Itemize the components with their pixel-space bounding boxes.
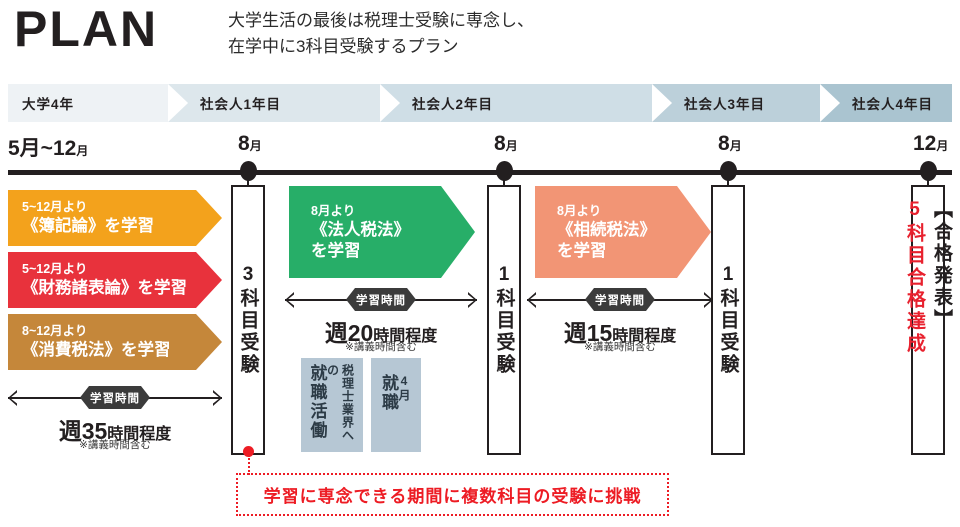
study-time-gauge-2: 学習時間 週15時間程度 ※講義時間含む <box>527 288 713 356</box>
callout-text: 学習に専念できる期間に複数科目の受験に挑戦 <box>263 487 642 506</box>
gauge-chip-label: 学習時間 <box>80 386 150 409</box>
timeline-marker-dot-1 <box>240 161 257 181</box>
month-number: 12 <box>913 132 937 155</box>
timeline-marker-stem-1 <box>247 176 249 192</box>
job-box-columns: 税理士業界への 就職活働 <box>301 358 363 452</box>
job-box-tax-industry: 税理士業界への 就職活働 <box>301 358 363 452</box>
gauge-note: ※講義時間含む <box>79 439 151 451</box>
subject-arrow-inheritance-tax: 8月より 《相続税法》 を学習 <box>535 186 711 278</box>
year-segment-label: 社会人1年目 <box>200 97 282 112</box>
callout-anchor-dot <box>243 446 254 457</box>
month-number: 8 <box>238 132 250 155</box>
timeline-marker-dot-4 <box>920 161 937 181</box>
callout-box: 学習に専念できる期間に複数科目の受験に挑戦 <box>236 473 669 516</box>
gauge-chip-label: 学習時間 <box>585 288 655 311</box>
study-time-gauge-0: 学習時間 週35時間程度 ※講義時間含む <box>8 386 222 454</box>
year-segment-worker-3: 社会人3年目 <box>652 84 820 122</box>
subject-name: 《消費税法》を学習 <box>22 341 171 359</box>
gauge-note: ※講義時間含む <box>345 341 417 353</box>
exam-box-3-subjects: 3科目受験 <box>231 185 265 455</box>
subtitle-line-2: 在学中に3科目受験するプラン <box>228 37 459 56</box>
exam-box-1-subject-a: 1科目受験 <box>487 185 521 455</box>
timeline-axis <box>8 170 952 175</box>
exam-box-label: 1科目受験 <box>493 264 515 376</box>
job-box-line-left: 就職活働 <box>307 364 327 440</box>
callout-connector-line <box>248 455 250 475</box>
month-unit: 月 <box>936 139 949 153</box>
chevron-notch-icon <box>652 84 672 122</box>
study-time-gauge-1: 学習時間 週20時間程度 ※講義時間含む <box>285 288 477 356</box>
job-box-line-left: 就職 <box>379 374 398 412</box>
month-unit: 月 <box>729 139 742 153</box>
result-box-stack: 【合格発表】 5科目合格達成 <box>901 187 955 453</box>
month-marker-label-2: 8月 <box>494 132 518 156</box>
month-marker-label-4: 12月 <box>913 132 948 156</box>
gauge-note: ※講義時間含む <box>584 341 656 353</box>
subject-arrow-corporate-tax: 8月より 《法人税法》 を学習 <box>289 186 475 278</box>
gauge-chip-label: 学習時間 <box>346 288 416 311</box>
subject-verb: を学習 <box>557 241 607 260</box>
timeline-marker-dot-3 <box>720 161 737 181</box>
job-box-line-right: 税理士業界への <box>325 364 355 442</box>
subject-period: 8~12月より <box>22 324 88 338</box>
page-title: PLAN <box>14 1 159 57</box>
subject-arrow-bookkeeping: 5~12月より 《簿記論》を学習 <box>8 190 222 246</box>
subject-name: 《財務諸表論》を学習 <box>22 279 187 297</box>
month-number: 5月~12 <box>8 137 77 160</box>
gauge-hours: 週35時間程度 <box>58 418 172 444</box>
header: PLAN 大学生活の最後は税理士受験に専念し、 在学中に3科目受験するプラン <box>0 0 960 80</box>
result-achievement: 5科目合格達成 <box>904 199 925 355</box>
exam-box-label: 3科目受験 <box>237 264 259 376</box>
gauge-hours: 週20時間程度 <box>324 320 438 346</box>
result-box-pass-announcement: 【合格発表】 5科目合格達成 <box>904 185 952 455</box>
month-marker-label-3: 8月 <box>718 132 742 156</box>
month-unit: 月 <box>249 139 262 153</box>
subject-verb: を学習 <box>311 241 361 260</box>
month-number: 8 <box>494 132 506 155</box>
year-segment-worker-4: 社会人4年目 <box>820 84 952 122</box>
year-segment-worker-1: 社会人1年目 <box>168 84 380 122</box>
gauge-hours: 週15時間程度 <box>563 320 677 346</box>
subject-arrow-consumption-tax: 8~12月より 《消費税法》を学習 <box>8 314 222 370</box>
subject-name: 《相続税法》 <box>557 220 656 239</box>
job-box-columns: 4月 就職 <box>371 358 421 452</box>
month-marker-label-1: 8月 <box>238 132 262 156</box>
month-unit: 月 <box>505 139 518 153</box>
subject-period: 5~12月より <box>22 200 88 214</box>
result-heading: 【合格発表】 <box>931 199 952 331</box>
year-segment-label: 社会人3年目 <box>684 97 766 112</box>
month-marker-label-0: 5月~12月 <box>8 132 88 162</box>
subject-name: 《法人税法》 <box>311 220 410 239</box>
subtitle-line-1: 大学生活の最後は税理士受験に専念し、 <box>228 11 534 30</box>
subject-period: 8月より <box>311 203 356 218</box>
month-number: 8 <box>718 132 730 155</box>
subject-period: 5~12月より <box>22 262 88 276</box>
year-segment-label: 大学4年 <box>22 97 75 112</box>
subject-period: 8月より <box>557 203 602 218</box>
exam-box-1-subject-b: 1科目受験 <box>711 185 745 455</box>
timeline-marker-stem-3 <box>727 176 729 192</box>
timeline-marker-stem-4 <box>927 176 929 192</box>
year-segment-university-4: 大学4年 <box>8 84 168 122</box>
job-box-start-work: 4月 就職 <box>371 358 421 452</box>
year-segment-worker-2: 社会人2年目 <box>380 84 652 122</box>
chevron-notch-icon <box>380 84 400 122</box>
year-band: 大学4年 社会人1年目 社会人2年目 社会人3年目 社会人4年目 <box>8 84 952 122</box>
year-segment-label: 社会人4年目 <box>852 97 934 112</box>
timeline-marker-dot-2 <box>496 161 513 181</box>
chevron-notch-icon <box>820 84 840 122</box>
job-box-line-right: 4月 <box>397 374 411 402</box>
timeline-marker-stem-2 <box>503 176 505 192</box>
page-subtitle: 大学生活の最後は税理士受験に専念し、 在学中に3科目受験するプラン <box>228 8 534 60</box>
exam-box-label: 1科目受験 <box>717 264 739 376</box>
subject-name: 《簿記論》を学習 <box>22 217 154 235</box>
chevron-notch-icon <box>168 84 188 122</box>
subject-arrow-financial-statements: 5~12月より 《財務諸表論》を学習 <box>8 252 222 308</box>
year-segment-label: 社会人2年目 <box>412 97 494 112</box>
month-unit: 月 <box>76 144 89 158</box>
